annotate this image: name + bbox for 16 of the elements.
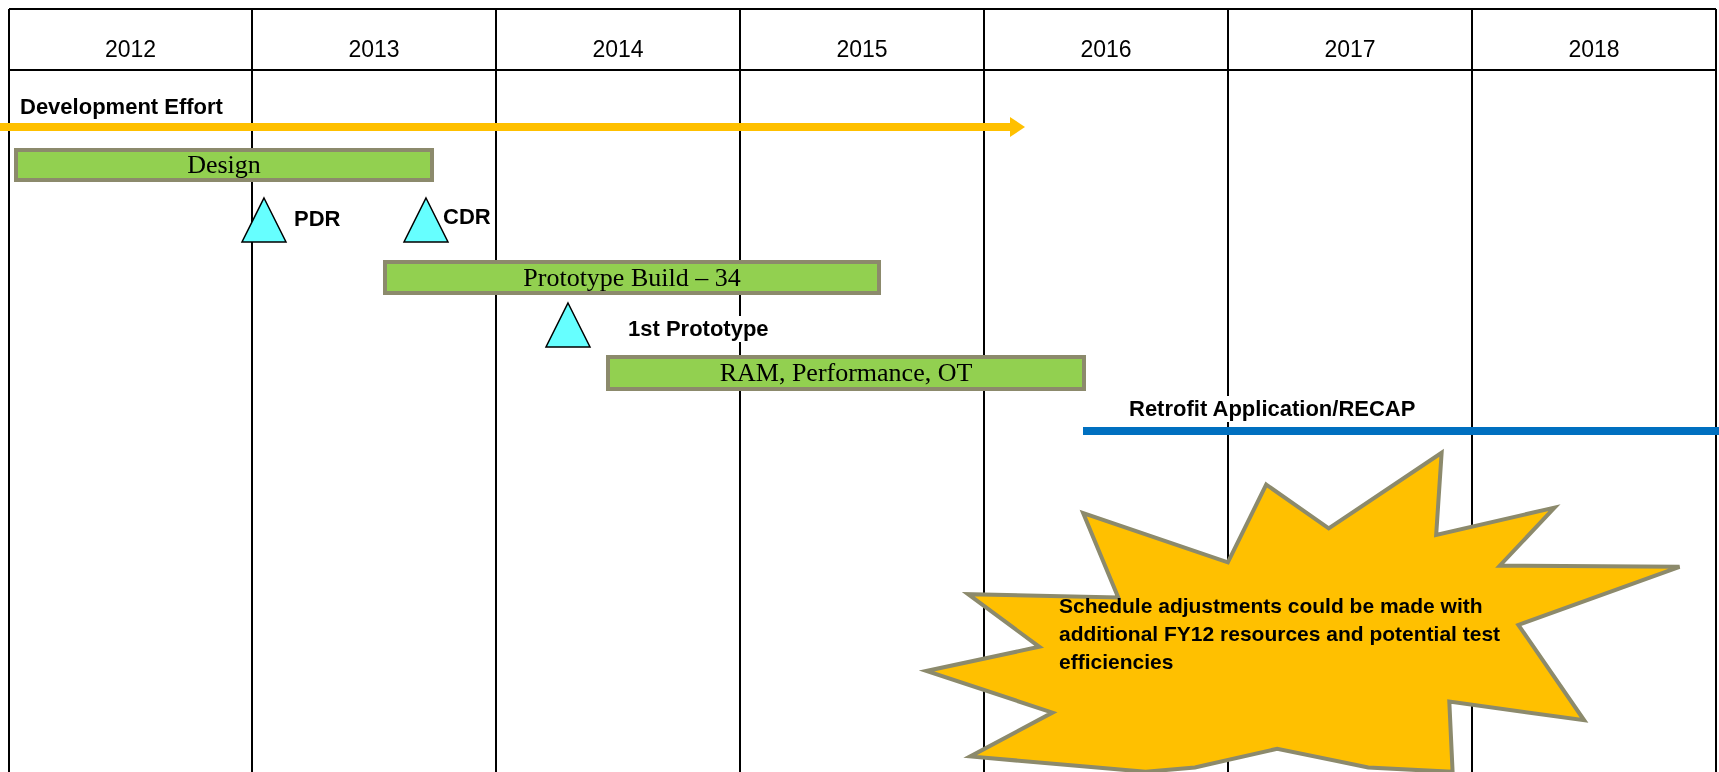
year-label: 2015: [835, 36, 889, 63]
timeline-label: 1st Prototype: [628, 316, 769, 342]
task-label: Design: [187, 150, 261, 180]
year-label: 2016: [1079, 36, 1133, 63]
task-label: RAM, Performance, OT: [719, 358, 973, 388]
year-label: 2012: [103, 36, 158, 63]
task-bar: [383, 260, 881, 295]
year-label: 2018: [1567, 36, 1621, 63]
callout-text: Schedule adjustments could be made with additional FY12 resources and potential test efficiencies: [1059, 593, 1502, 675]
year-label: 2017: [1323, 36, 1377, 63]
task-bar: [606, 355, 1086, 391]
year-label: 2013: [347, 36, 401, 63]
year-label: 2014: [591, 36, 645, 63]
task-label: Prototype Build – 34: [523, 262, 741, 293]
timeline-label: Retrofit Application/RECAP: [1129, 396, 1416, 422]
task-bar: [14, 148, 434, 182]
